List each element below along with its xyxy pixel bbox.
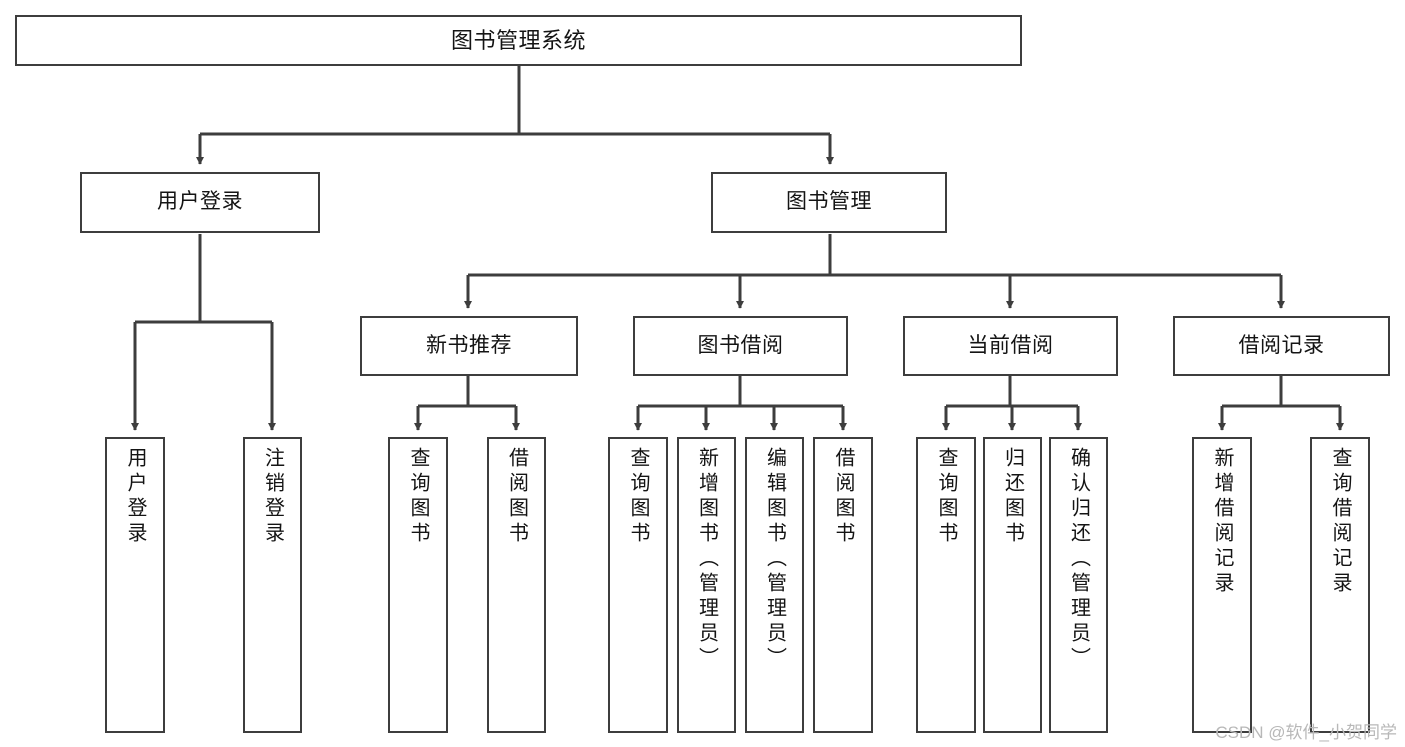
- node-leaf-add-record[interactable]: 新增借阅记录: [1192, 437, 1252, 733]
- node-leaf-query-book-2[interactable]: 查询图书: [608, 437, 668, 733]
- node-book-borrow-label: 图书借阅: [697, 333, 784, 357]
- node-leaf-return-book-label: 归还图书: [1001, 447, 1024, 547]
- node-leaf-confirm-return-label: 确认归还（管理员）: [1067, 447, 1090, 672]
- node-leaf-borrow-book-2-label: 借阅图书: [832, 447, 854, 547]
- node-leaf-borrow-book-1-label: 借阅图书: [505, 447, 528, 547]
- node-new-book-recommend-label: 新书推荐: [426, 333, 512, 357]
- node-leaf-edit-book-label: 编辑图书（管理员）: [763, 447, 786, 672]
- node-leaf-query-book-1-label: 查询图书: [407, 447, 429, 547]
- node-leaf-query-book-1[interactable]: 查询图书: [388, 437, 448, 733]
- node-user-login[interactable]: 用户登录: [80, 172, 320, 233]
- node-book-management[interactable]: 图书管理: [711, 172, 947, 233]
- node-leaf-edit-book[interactable]: 编辑图书（管理员）: [745, 437, 804, 733]
- node-leaf-add-record-label: 新增借阅记录: [1211, 447, 1233, 597]
- node-leaf-add-book[interactable]: 新增图书（管理员）: [677, 437, 736, 733]
- node-leaf-borrow-book-2[interactable]: 借阅图书: [813, 437, 873, 733]
- node-user-login-label: 用户登录: [157, 190, 243, 214]
- node-root[interactable]: 图书管理系统: [15, 15, 1022, 66]
- node-current-borrow-label: 当前借阅: [967, 333, 1054, 357]
- node-leaf-return-book[interactable]: 归还图书: [983, 437, 1042, 733]
- node-leaf-query-record[interactable]: 查询借阅记录: [1310, 437, 1370, 733]
- node-leaf-add-book-label: 新增图书（管理员）: [695, 447, 718, 672]
- node-root-label: 图书管理系统: [450, 27, 586, 53]
- node-leaf-user-login[interactable]: 用户登录: [105, 437, 165, 733]
- node-book-management-label: 图书管理: [786, 190, 872, 214]
- node-leaf-query-record-label: 查询借阅记录: [1329, 447, 1351, 597]
- csdn-watermark: CSDN @软件_小贺同学: [1215, 723, 1397, 742]
- node-leaf-confirm-return[interactable]: 确认归还（管理员）: [1049, 437, 1108, 733]
- node-leaf-user-logout-label: 注销登录: [261, 447, 284, 547]
- node-current-borrow[interactable]: 当前借阅: [903, 316, 1118, 376]
- node-leaf-borrow-book-1[interactable]: 借阅图书: [487, 437, 546, 733]
- node-borrow-record[interactable]: 借阅记录: [1173, 316, 1390, 376]
- node-borrow-record-label: 借阅记录: [1238, 333, 1325, 357]
- node-leaf-query-book-3[interactable]: 查询图书: [916, 437, 976, 733]
- node-leaf-query-book-2-label: 查询图书: [627, 447, 649, 547]
- node-leaf-query-book-3-label: 查询图书: [935, 447, 957, 547]
- node-new-book-recommend[interactable]: 新书推荐: [360, 316, 578, 376]
- node-leaf-user-login-label: 用户登录: [124, 447, 146, 547]
- node-leaf-user-logout[interactable]: 注销登录: [243, 437, 302, 733]
- node-book-borrow[interactable]: 图书借阅: [633, 316, 848, 376]
